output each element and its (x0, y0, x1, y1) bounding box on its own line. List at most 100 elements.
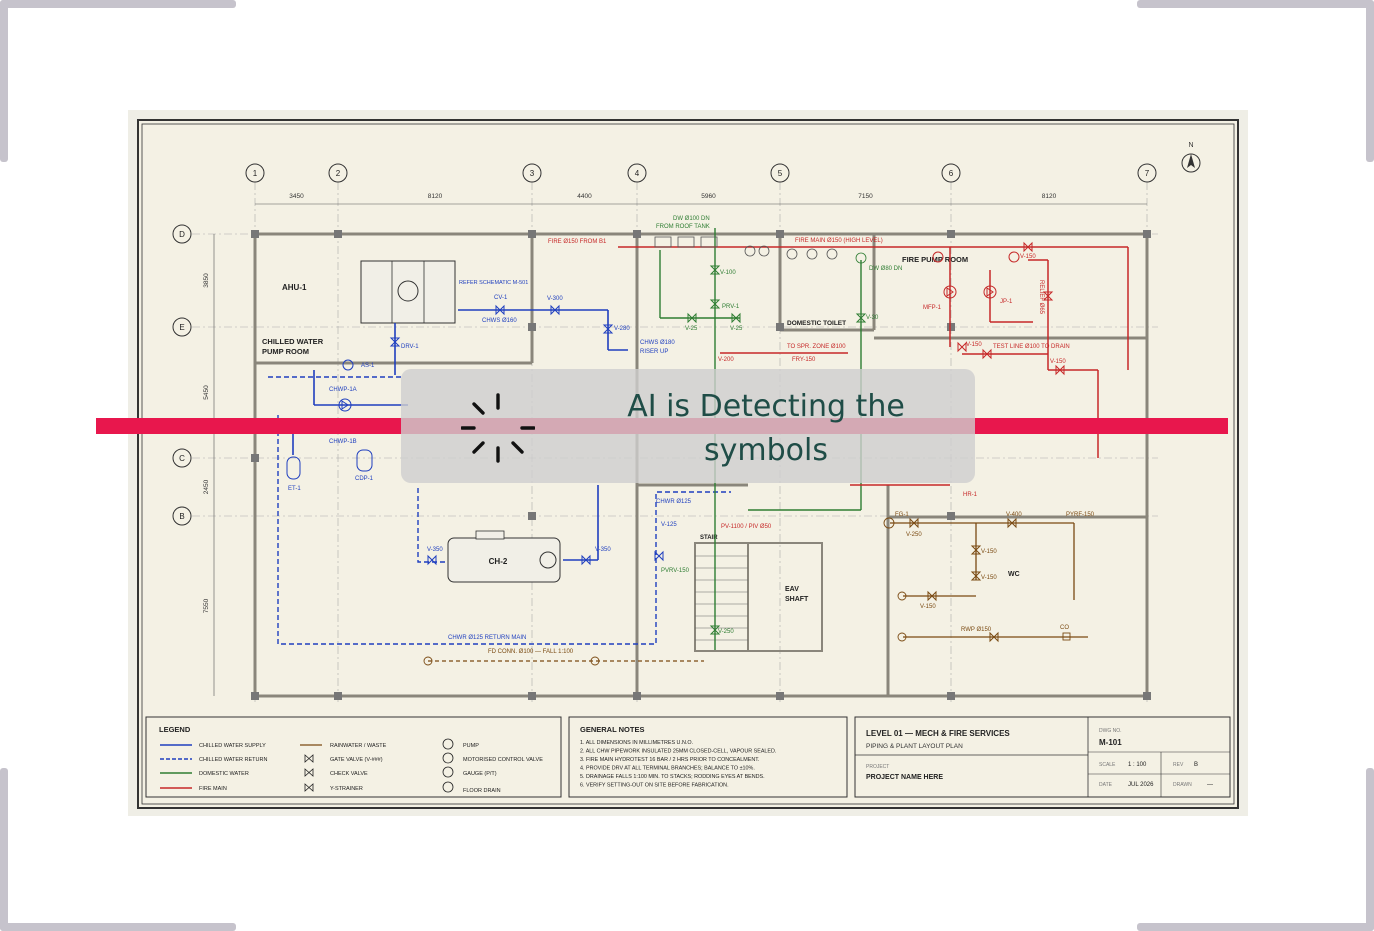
title-block-project-name: PROJECT NAME HERE (866, 774, 943, 781)
legend-item-label: DOMESTIC WATER (199, 771, 249, 777)
legend-item-label: GATE VALVE (V-###) (330, 757, 383, 763)
pipe-label: FIRE Ø150 FROM B1 (548, 239, 607, 245)
grid-bubble (172, 506, 192, 526)
pipe-label: RWP Ø150 (961, 627, 992, 633)
frame-corner-bottom-left-vertical (0, 768, 8, 931)
room-label-chilled-water-2: PUMP ROOM (262, 347, 309, 356)
legend-symbol-icon (304, 783, 314, 792)
notes-title: GENERAL NOTES (580, 725, 644, 734)
pipe-label: JP-1 (1000, 299, 1013, 305)
title-block-drawn-label: DRAWN (1173, 782, 1192, 788)
chilled-water-supply-pipes (292, 309, 628, 561)
pipe-label: MFP-1 (923, 305, 942, 311)
pipe-label: V-150 (1050, 359, 1066, 365)
pipe-label: V-25 (730, 326, 743, 332)
pipe-label: CHWR Ø125 RETURN MAIN (448, 635, 526, 641)
grid-column-label: 3 (530, 169, 535, 178)
grid-column-label: 5 (778, 169, 783, 178)
legend-symbol-icon (442, 781, 454, 793)
pipe-label: V-150 (966, 342, 982, 348)
pipe-label: PYRF-150 (1066, 512, 1095, 518)
legend-item-label: GAUGE (P/T) (463, 771, 497, 777)
fire-main-pipes (618, 246, 1129, 486)
pipe-label: V-25 (685, 326, 698, 332)
structural-column (334, 692, 342, 700)
structural-column (528, 692, 536, 700)
rainwater-waste-pipes (428, 522, 1088, 662)
north-arrow-icon: N (1181, 142, 1201, 173)
pipe-label: REFER SCHEMATIC M-501 (459, 280, 528, 286)
pipe-label: V-125 (661, 522, 677, 528)
grid-bubble (627, 163, 647, 183)
pipe-label: CHWR Ø125 (656, 499, 692, 505)
room-label-stair: STAIR (700, 535, 718, 541)
pipe-label: FG-1 (895, 512, 909, 518)
legend-item-label: CHECK VALVE (330, 771, 368, 777)
floor-drain-icons (423, 517, 1071, 666)
row-dimension: 7550 (203, 598, 210, 613)
room-label-eav-1: EAV (785, 586, 799, 593)
pipe-label: V-100 (720, 270, 736, 276)
pipe-label: ET-1 (288, 486, 301, 492)
structural-column (776, 323, 784, 331)
chiller-label: CH-2 (489, 557, 508, 566)
title-block-drawn: — (1207, 782, 1213, 788)
loading-spinner-icon (461, 393, 535, 463)
structural-column (776, 230, 784, 238)
structural-column (947, 692, 955, 700)
pipe-label: AS-1 (361, 363, 375, 369)
structural-column (776, 692, 784, 700)
grid-bubble (172, 317, 192, 337)
grid-column-label: 1 (253, 169, 258, 178)
pipe-label: CO (1060, 625, 1069, 631)
north-label: N (1188, 142, 1193, 149)
frame-corner-top-left (0, 0, 236, 8)
structural-column (633, 692, 641, 700)
pipe-label: CHWS Ø180 (640, 340, 675, 346)
structural-column (633, 230, 641, 238)
pipe-label: V-150 (981, 575, 997, 581)
chilled-water-return-pipes (268, 376, 731, 645)
column-dimension: 5960 (701, 193, 716, 200)
general-note: 2. ALL CHW PIPEWORK INSULATED 25MM CLOSE… (580, 749, 776, 755)
structural-column (1143, 230, 1151, 238)
pipe-label: FROM ROOF TANK (656, 224, 710, 230)
grid-bubble (522, 163, 542, 183)
grid-bubble (172, 224, 192, 244)
grid-bubble (245, 163, 265, 183)
column-dimension: 7150 (858, 193, 873, 200)
pipe-label: FIRE MAIN Ø150 (HIGH LEVEL) (795, 238, 883, 244)
pipe-label: CV-1 (494, 295, 508, 301)
pipe-label: PVRV-150 (661, 568, 690, 574)
grid-bubble (770, 163, 790, 183)
pipe-label: V-150 (920, 604, 936, 610)
room-label-chilled-water-1: CHILLED WATER (262, 337, 324, 346)
pipe-label: V-400 (1006, 512, 1022, 518)
title-block-subtitle: PIPING & PLANT LAYOUT PLAN (866, 743, 963, 750)
structural-column (334, 230, 342, 238)
structural-column (1143, 692, 1151, 700)
grid-row-label: D (179, 230, 185, 239)
room-label-fire-pump: FIRE PUMP ROOM (902, 255, 968, 264)
structural-column (251, 454, 259, 462)
frame-corner-bottom-left (0, 923, 236, 931)
general-note: 1. ALL DIMENSIONS IN MILLIMETRES U.N.O. (580, 740, 693, 746)
general-note: 3. FIRE MAIN HYDROTEST 16 BAR / 2 HRS PR… (580, 757, 759, 763)
grid-bubble (941, 163, 961, 183)
pipe-label: RISER UP (640, 349, 668, 355)
pump-icon (338, 359, 354, 412)
pipe-label: V-250 (718, 629, 734, 635)
grid-row-label: E (179, 323, 184, 332)
pipe-label: HR-1 (963, 492, 978, 498)
pipe-label: CHWP-1B (329, 439, 357, 445)
detection-status-message: AI is Detecting the symbols (627, 389, 905, 468)
legend-item-label: Y-STRAINER (330, 786, 363, 792)
structural-column (528, 323, 536, 331)
stair-treads (695, 555, 748, 641)
fire-pump-icon (932, 251, 1020, 299)
ahu-unit-icon (360, 260, 456, 324)
structural-column (947, 512, 955, 520)
column-dimension: 4400 (577, 193, 592, 200)
grid-column-label: 2 (336, 169, 341, 178)
